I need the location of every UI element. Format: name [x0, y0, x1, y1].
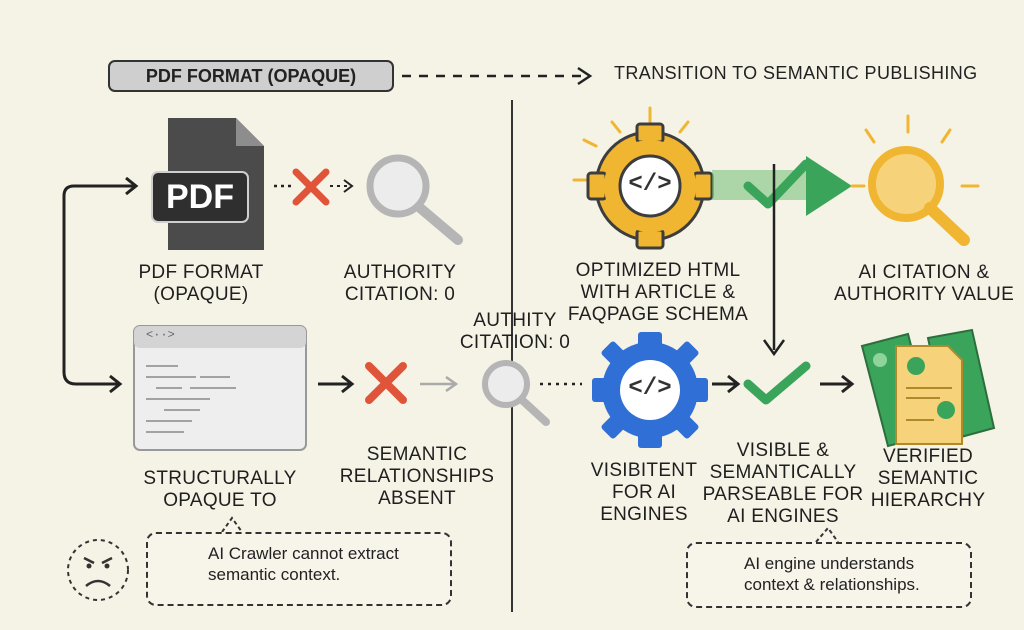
crawler-bubble-text: AI Crawler cannot extract semantic conte…: [208, 543, 399, 585]
semantic-line3: ABSENT: [378, 488, 456, 509]
ai-citation-magnifier-icon: [850, 114, 980, 246]
authority-line1: AUTHORITY: [343, 262, 457, 283]
green-flow-arrow: [712, 156, 852, 357]
visible-line2: SEMANTICALLY: [709, 462, 857, 483]
visi-line2: FOR AI: [611, 482, 677, 503]
structural-line1: STRUCTURALLY: [143, 468, 297, 489]
ai-citation-line1: AI CITATION &: [858, 262, 990, 283]
header-dashed-arrow: [402, 66, 593, 86]
authity-line1: AUTHITY: [473, 310, 557, 331]
html-line1: OPTIMIZED HTML: [575, 260, 741, 281]
structurally-opaque-label: STRUCTURALLY OPAQUE TO: [130, 468, 310, 512]
visi-line1: VISIBITENT: [590, 460, 698, 481]
speech-pointer-right: [815, 526, 839, 543]
crawler-line1: AI Crawler cannot extract: [208, 544, 399, 563]
optimized-html-label: OPTIMIZED HTML WITH ARTICLE & FAQPAGE SC…: [558, 260, 758, 326]
authity-line2: CITATION: 0: [459, 332, 571, 353]
ai-citation-label: AI CITATION & AUTHORITY VALUE: [826, 262, 1022, 306]
middle-magnifier-icon: [482, 360, 582, 426]
blue-gear-code-glyph: </>: [628, 375, 672, 402]
visibitent-label: VISIBITENT FOR AI ENGINES: [580, 460, 708, 526]
understands-bubble: AI engine understands context & relation…: [686, 542, 972, 608]
header-pdf-format-box: PDF FORMAT (OPAQUE): [108, 60, 394, 92]
visible-line4: AI ENGINES: [727, 506, 839, 527]
gold-gear-code-glyph: </>: [628, 171, 672, 198]
left-bracket-arrow: [62, 176, 139, 394]
authority-line2: CITATION: 0: [344, 284, 456, 305]
verified-line3: HIERARCHY: [870, 490, 986, 511]
crawler-bubble: AI Crawler cannot extract semantic conte…: [146, 532, 452, 606]
pdf-format-line2: (OPAQUE): [153, 284, 249, 305]
pdf-to-search-blocked: [274, 168, 354, 206]
verified-line1: VERIFIED: [882, 446, 974, 467]
semantic-line1: SEMANTIC: [366, 444, 468, 465]
semantic-line2: RELATIONSHIPS: [339, 466, 495, 487]
authority-magnifier-icon: [366, 154, 463, 245]
gold-gear-icon: [572, 106, 714, 250]
html-line2: WITH ARTICLE &: [580, 282, 736, 303]
visible-line3: PARSEABLE FOR: [702, 484, 864, 505]
angry-face-icon: [67, 539, 129, 601]
structural-line2: OPAQUE TO: [163, 490, 277, 511]
ai-citation-line2: AUTHORITY VALUE: [833, 284, 1015, 305]
crawler-line2: semantic context.: [208, 565, 341, 584]
header-transition-label: TRANSITION TO SEMANTIC PUBLISHING: [614, 63, 978, 83]
understands-line2: context & relationships.: [744, 575, 920, 594]
semantic-blocked-arrow: [318, 362, 459, 404]
visi-line3: ENGINES: [600, 504, 688, 525]
pdf-format-label: PDF FORMAT (OPAQUE): [126, 262, 276, 306]
verified-hierarchy-label: VERIFIED SEMANTIC HIERARCHY: [858, 446, 998, 512]
blue-gear-icon: [592, 332, 708, 448]
parseable-flow: [712, 361, 855, 405]
visible-parseable-label: VISIBLE & SEMANTICALLY PARSEABLE FOR AI …: [698, 440, 868, 528]
code-browser-icon: [133, 325, 307, 451]
understands-line1: AI engine understands: [744, 554, 915, 573]
browser-dots: <··>: [146, 328, 175, 342]
pdf-icon-text: PDF: [166, 178, 234, 216]
visible-line1: VISIBLE &: [736, 440, 830, 461]
pdf-format-line1: PDF FORMAT: [138, 262, 264, 283]
authority-citation-label: AUTHORITY CITATION: 0: [330, 262, 470, 306]
semantic-absent-label: SEMANTIC RELATIONSHIPS ABSENT: [332, 444, 502, 510]
html-line3: FAQPAGE SCHEMA: [567, 304, 749, 325]
understands-bubble-text: AI engine understands context & relation…: [744, 553, 920, 595]
speech-pointer-left: [221, 516, 243, 533]
pdf-document-icon: [151, 118, 264, 250]
verified-documents-icon: [860, 328, 996, 448]
verified-line2: SEMANTIC: [877, 468, 979, 489]
header-left-label: PDF FORMAT (OPAQUE): [145, 66, 357, 86]
authity-citation-label: AUTHITY CITATION: 0: [448, 310, 582, 354]
